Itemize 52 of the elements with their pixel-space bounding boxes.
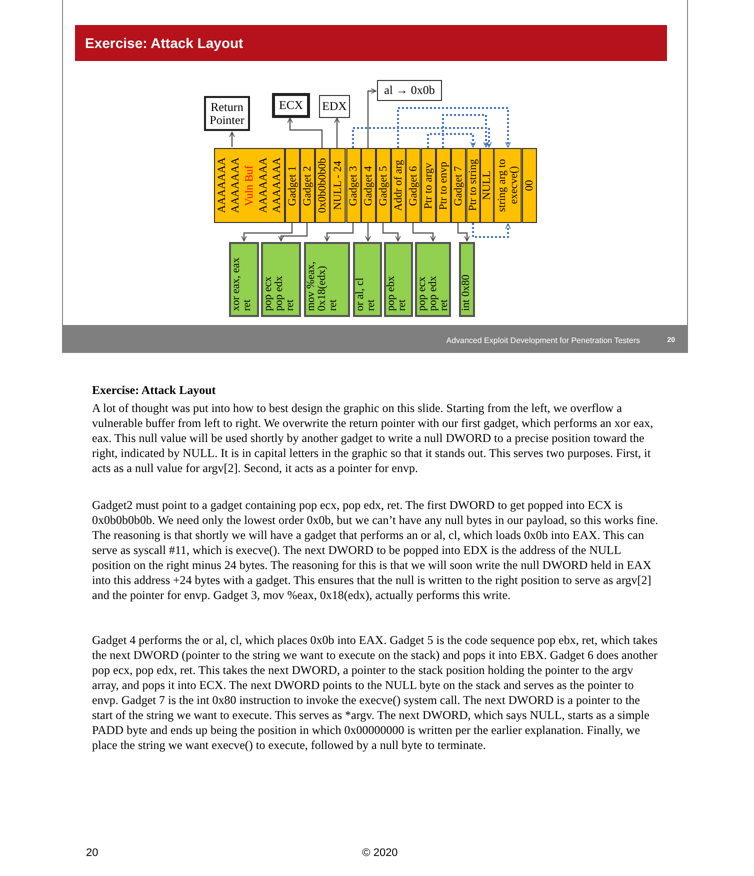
stack-cell: Gadget 1 xyxy=(285,148,300,223)
register-box: EDX xyxy=(319,95,350,118)
stack-cell: Gadget 4 xyxy=(361,148,376,223)
arrow xyxy=(352,127,492,148)
gadget-box: pop ecx pop edx ret xyxy=(261,242,301,317)
paragraph: Gadget 4 performs the or al, cl, which places 0x0b into EAX. Gadget 5 is the code sequence pop ebx, ret, which takes the next DWORD (pointer to the string we want to execute on the stack) and pops it into EBX. Gadget 6 does another pop ecx, pop edx, ret. This takes the next DWORD, a pointer to the stack position holding the pointer to the argv array, and pops it into ECX. The next DWORD points to the NULL byte on the stack and serves as the pointer to envp. Gadget 7 is the int 0x80 instruction to invoke the execve() system call. The next DWORD is a pointer to the start of the string we want to execute. This serves as *argv. The next DWORD, which says NULL, starts as a simple PADD byte and ends up being the position in which 0x00000000 is written per the earlier explanation. Finally, we place the string we want execve() to execute, followed by a null byte to terminate. xyxy=(92,633,659,753)
gadget-box: or al, cl ret xyxy=(353,242,382,317)
stack-cell: Ptr to envp xyxy=(436,148,451,223)
arrow xyxy=(229,132,235,147)
arrow xyxy=(457,223,470,242)
gadget-box: xor eax, eax ret xyxy=(229,242,259,317)
stack-cell: string arg to execve() xyxy=(494,148,522,223)
stack-cell: Addr of arg xyxy=(391,148,406,223)
stack-cell: 00 xyxy=(522,148,537,223)
stack-cell: 0x0b0b0b0b xyxy=(315,148,330,223)
arrow xyxy=(472,223,511,238)
stack-cell: Gadget 7 xyxy=(450,148,466,223)
page-number: 20 xyxy=(86,846,98,861)
value-box: al → 0x0b xyxy=(377,80,442,101)
stack-cell: Gadget 3 xyxy=(346,148,361,223)
arrow xyxy=(241,223,293,242)
arrow xyxy=(442,114,489,148)
arrow xyxy=(365,223,371,242)
stack-cell: Ptr to string xyxy=(466,148,480,223)
stack-cell: NULL - 24 xyxy=(330,148,346,223)
return-pointer-box: Return Pointer xyxy=(204,96,250,131)
gadget-box: pop ebx ret xyxy=(384,242,413,317)
gadget-box: int 0x80 xyxy=(459,242,475,317)
stack-cell: Ptr to argv xyxy=(420,148,436,223)
arrow xyxy=(278,223,308,242)
arrow xyxy=(287,118,323,148)
copyright: © 2020 xyxy=(361,846,399,861)
arrow xyxy=(367,88,376,148)
gadget-box: mov %eax, 0x18(edx) ret xyxy=(304,242,350,317)
buffer-cell: AAAAAAA AAAAAAA Vuln Buf AAAAAAA AAAAAAA xyxy=(214,148,285,223)
arrow xyxy=(427,133,476,148)
slide-title: Exercise: Attack Layout xyxy=(75,25,667,61)
stack-cell: Gadget 5 xyxy=(376,148,391,223)
gadget-box: pop ecx pop edx ret xyxy=(415,242,451,317)
paragraph: A lot of thought was put into how to best design the graphic on this slide. Starting from the left, we overflow a vulnerable buffer from left to right. We overwrite the return pointer with our first gadget, which performs an xor eax, eax. This null value will be used shortly by another gadget to write a null DWORD to a precise position toward the right, indicated by NULL. It is in capital letters in the graphic so that it stands out. This serves two purposes. First, it acts as a null value for argv[2]. Second, it acts as a pointer for envp. xyxy=(92,401,654,476)
stack-cell: Gadget 6 xyxy=(406,148,421,223)
stack-cell: Gadget 2 xyxy=(300,148,315,223)
arrow xyxy=(324,223,354,242)
stack-cell: NULL xyxy=(480,148,494,223)
heading: Exercise: Attack Layout xyxy=(92,383,216,398)
paragraph: Gadget2 must point to a gadget containing pop ecx, pop edx, ret. The first DWORD to get popped into ECX is 0x0b0b0b0b. We need only the lowest order 0x0b, but we can’t have any null bytes in our payload, so this works fine. The reasoning is that shortly we will have a gadget that performs an or al, cl, which loads 0x0b into EAX. This can serve as syscall #11, which is execve(). The next DWORD to be popped into EDX is the address of the NULL position on the right minus 24 bytes. The reasoning for this is that we will soon write the null DWORD held in EAX into this address +24 bytes with a gadget. This ensures that the null is written to the right position to serve as argv[2] and the pointer for envp. Gadget 3, mov %eax, 0x18(edx), actually performs this write. xyxy=(92,498,660,603)
register-box: ECX xyxy=(272,93,310,118)
course-title: Advanced Exploit Development for Penetration Testers xyxy=(445,335,640,347)
arrow xyxy=(412,223,436,242)
arrow xyxy=(397,107,511,148)
arrow xyxy=(334,118,340,148)
arrow xyxy=(382,223,401,242)
